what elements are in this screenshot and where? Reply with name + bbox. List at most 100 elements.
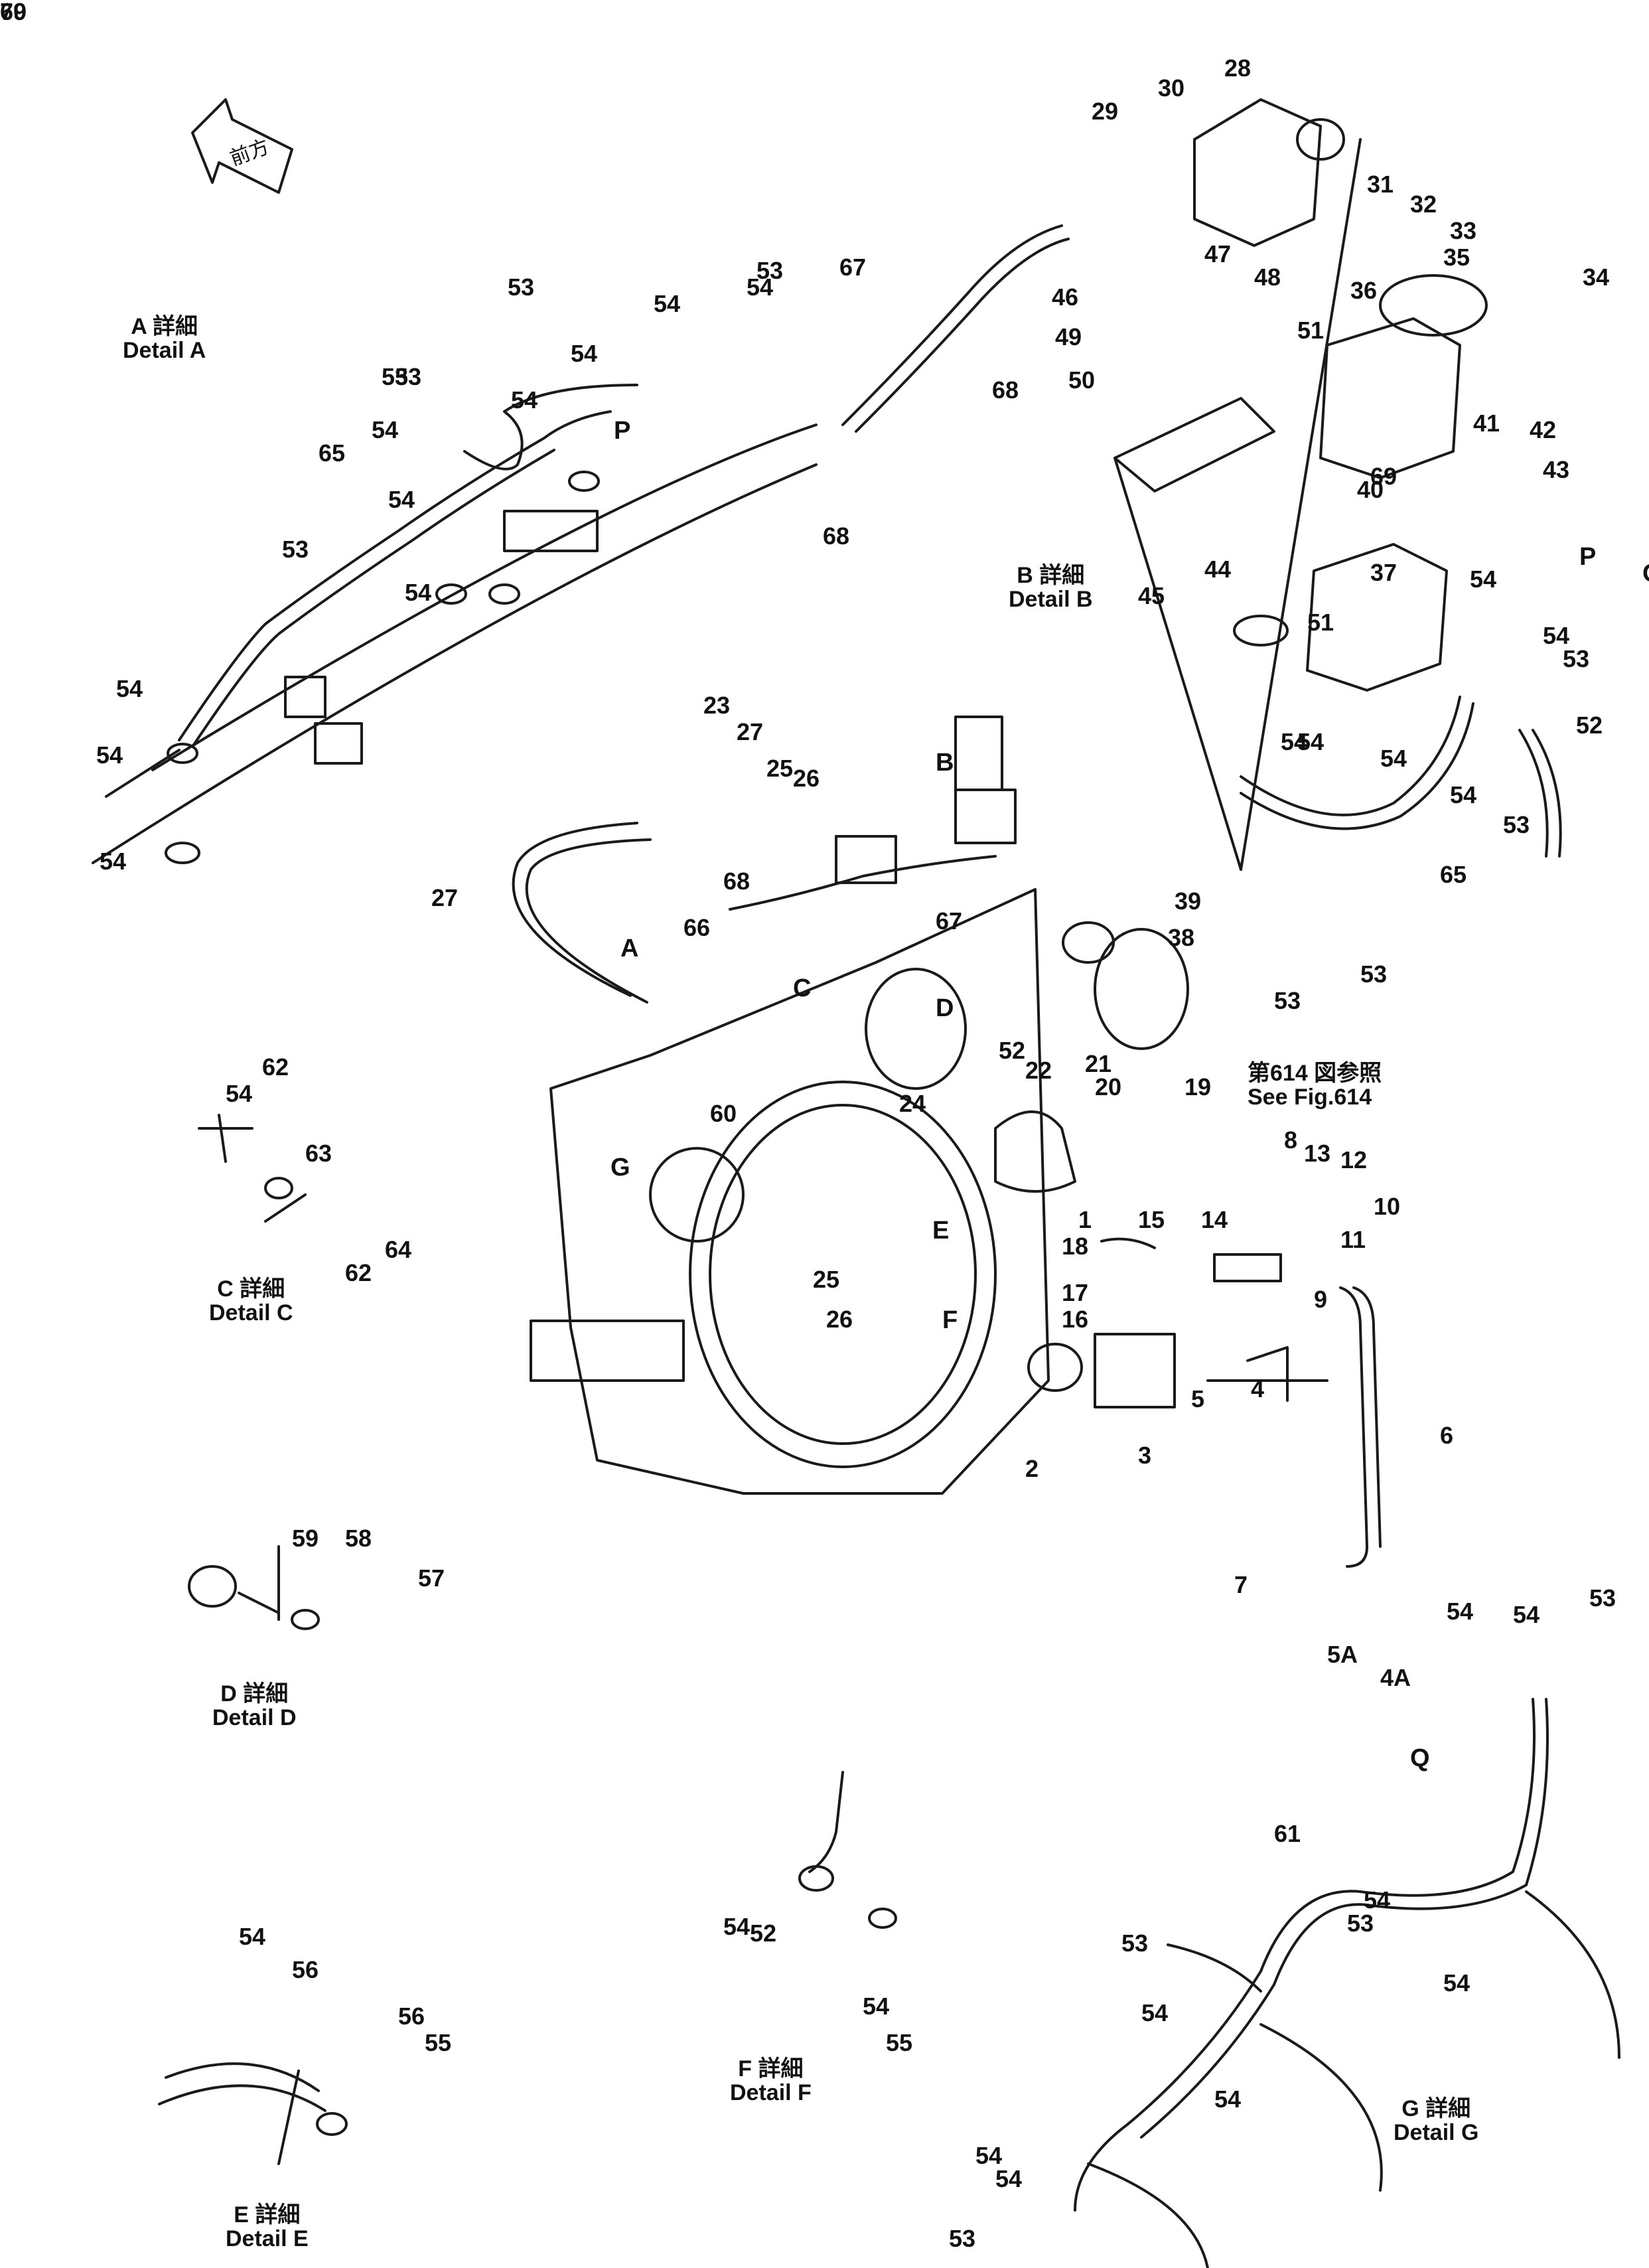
view-letter-Q: Q xyxy=(1410,1744,1430,1772)
callout-52: 52 xyxy=(999,1037,1026,1064)
callout-52: 52 xyxy=(750,1920,777,1947)
callout-49: 49 xyxy=(1055,323,1082,350)
detail-b-caption: B 詳細 Detail B xyxy=(1009,564,1093,611)
callout-53: 53 xyxy=(756,257,784,284)
view-letter-B: B xyxy=(936,749,954,777)
callout-54: 54 xyxy=(372,416,399,443)
callout-54: 54 xyxy=(723,1913,751,1940)
callout-56: 56 xyxy=(292,1956,319,1983)
detail-e-illustration xyxy=(158,2062,348,2165)
detail-f-jp: F 詳細 xyxy=(738,2056,804,2081)
callout-46: 46 xyxy=(1052,283,1079,311)
callout-26: 26 xyxy=(826,1306,853,1333)
callout-10: 10 xyxy=(1374,1193,1401,1220)
callout-19: 19 xyxy=(1184,1073,1212,1100)
callout-58: 58 xyxy=(345,1525,372,1552)
callout-22: 22 xyxy=(1025,1057,1052,1084)
view-letter-Q: Q xyxy=(1642,561,1649,586)
callout-12: 12 xyxy=(1340,1146,1368,1173)
callout-11: 11 xyxy=(1340,1226,1366,1253)
callout-60: 60 xyxy=(710,1100,737,1127)
detail-b-illustration xyxy=(841,98,1562,871)
callout-54: 54 xyxy=(1513,1601,1540,1628)
callout-63: 63 xyxy=(305,1140,332,1167)
callout-57: 57 xyxy=(418,1564,445,1592)
callout-40: 40 xyxy=(1357,476,1384,503)
detail-d-illustration xyxy=(188,1545,320,1630)
callout-65: 65 xyxy=(1440,861,1467,888)
callout-53: 53 xyxy=(1347,1910,1374,1937)
callout-54: 54 xyxy=(116,675,143,702)
view-letter-P: P xyxy=(614,417,631,445)
front-direction-arrow-icon xyxy=(191,98,293,194)
reference-en: See Fig.614 xyxy=(1248,1084,1372,1110)
callout-54: 54 xyxy=(239,1923,266,1950)
callout-3: 3 xyxy=(1138,1442,1152,1469)
callout-61: 61 xyxy=(1274,1820,1301,1847)
callout-54: 54 xyxy=(975,2142,1003,2169)
callout-54: 54 xyxy=(1297,728,1325,755)
callout-13: 13 xyxy=(1304,1140,1331,1167)
callout-2: 2 xyxy=(1025,1455,1039,1482)
callout-26: 26 xyxy=(793,765,820,792)
callout-7: 7 xyxy=(1234,1571,1248,1598)
callout-54: 54 xyxy=(571,340,598,367)
callout-53: 53 xyxy=(949,2225,976,2252)
callout-64: 64 xyxy=(385,1236,412,1263)
callout-54: 54 xyxy=(100,848,127,875)
callout-54: 54 xyxy=(1543,622,1570,649)
callout-67: 67 xyxy=(936,907,963,935)
callout-54: 54 xyxy=(226,1080,253,1107)
view-letter-G: G xyxy=(610,1154,630,1181)
callout-54: 54 xyxy=(1450,781,1477,808)
callout-54: 54 xyxy=(1141,1999,1169,2026)
callout-65: 65 xyxy=(319,439,346,467)
callout-69: 69 xyxy=(0,0,27,25)
detail-c-caption: C 詳細 Detail C xyxy=(209,1276,293,1325)
callout-39: 39 xyxy=(1175,887,1202,915)
callout-30: 30 xyxy=(1158,74,1185,102)
callout-1: 1 xyxy=(1078,1206,1092,1233)
callout-53: 53 xyxy=(395,363,422,390)
callout-70: 70 xyxy=(0,0,27,25)
detail-g-jp: G 詳細 xyxy=(1401,2096,1471,2121)
callout-53: 53 xyxy=(1360,960,1388,988)
callout-53: 53 xyxy=(508,273,535,301)
detail-g-illustration xyxy=(1074,1698,1620,2268)
callout-69: 69 xyxy=(1370,463,1398,490)
callout-43: 43 xyxy=(1543,456,1570,483)
callout-48: 48 xyxy=(1254,264,1281,291)
main-assembly-illustration xyxy=(512,716,1382,1568)
callout-29: 29 xyxy=(1092,98,1119,125)
view-letter-C: C xyxy=(793,974,812,1002)
callout-68: 68 xyxy=(992,376,1019,404)
callout-4A: 4A xyxy=(1380,1664,1411,1691)
callout-54: 54 xyxy=(1364,1886,1391,1914)
callout-41: 41 xyxy=(1473,410,1500,437)
callout-53: 53 xyxy=(282,536,309,563)
detail-f-en: Detail F xyxy=(730,2079,812,2105)
callout-54: 54 xyxy=(1443,1969,1470,1997)
callout-36: 36 xyxy=(1350,277,1378,304)
detail-b-en: Detail B xyxy=(1009,586,1093,612)
detail-c-illustration xyxy=(198,1114,307,1223)
callout-18: 18 xyxy=(1062,1233,1089,1260)
view-letter-D: D xyxy=(936,994,954,1022)
callout-56: 56 xyxy=(398,2003,425,2030)
detail-b-jp: B 詳細 xyxy=(1017,563,1085,588)
detail-d-en: Detail D xyxy=(212,1704,297,1730)
callout-53: 53 xyxy=(1274,987,1301,1014)
detail-e-jp: E 詳細 xyxy=(234,2202,301,2228)
detail-c-jp: C 詳細 xyxy=(217,1276,285,1302)
callout-54: 54 xyxy=(995,2165,1023,2192)
detail-a-illustration xyxy=(92,384,818,864)
callout-53: 53 xyxy=(1563,645,1590,672)
detail-f-illustration xyxy=(798,1771,897,1929)
view-letter-F: F xyxy=(942,1306,958,1334)
callout-50: 50 xyxy=(1068,366,1096,394)
callout-66: 66 xyxy=(683,914,711,941)
callout-59: 59 xyxy=(292,1525,319,1552)
callout-53: 53 xyxy=(1589,1584,1616,1612)
callout-51: 51 xyxy=(1307,609,1334,636)
